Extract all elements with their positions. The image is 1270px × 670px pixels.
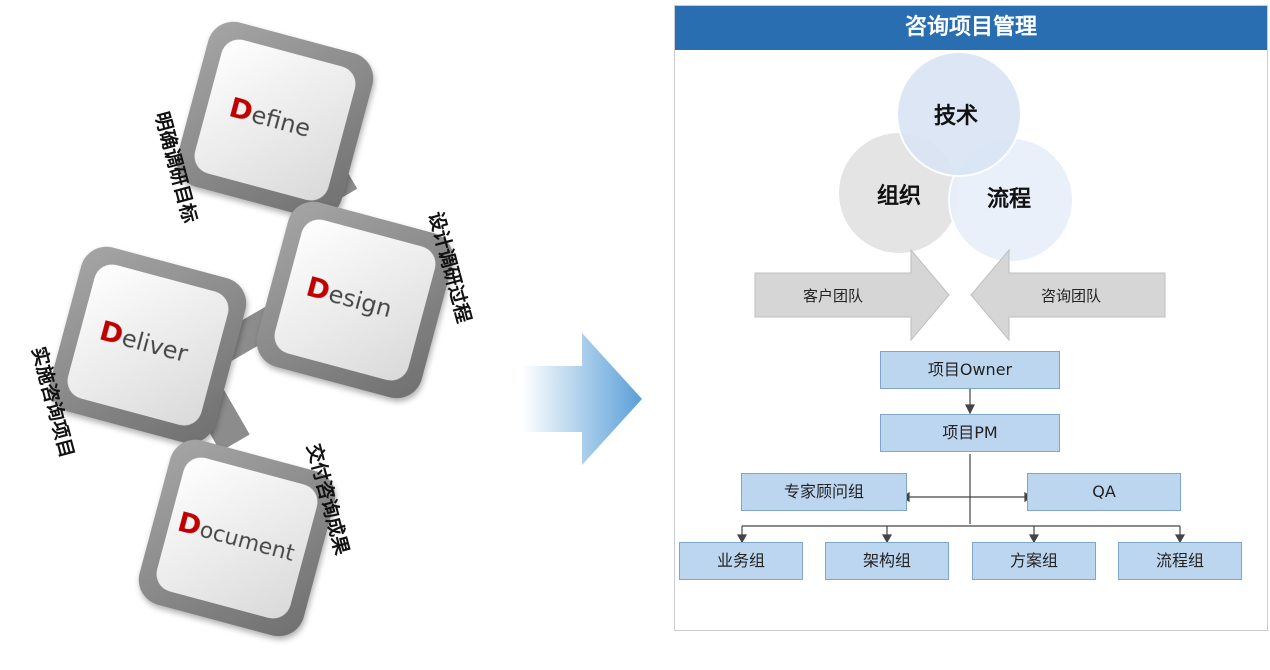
consulting-team-label: 咨询团队: [1041, 287, 1102, 305]
client-team-arrow: [754, 248, 950, 342]
org-box-group: 架构组: [825, 542, 949, 580]
phase-tile-document: Document: [138, 439, 336, 637]
phase-tile-deliver: Deliver: [49, 246, 247, 444]
org-connectors: [736, 389, 1186, 544]
transition-arrow-icon: [522, 333, 642, 465]
org-box-qa: QA: [1027, 473, 1181, 511]
panel-diagram: [736, 51, 1186, 544]
org-box-pm: 项目PM: [880, 414, 1060, 452]
org-box-group: 流程组: [1118, 542, 1242, 580]
4d-framework: Define Design Deliver Document: [49, 21, 454, 637]
client-team-label: 客户团队: [803, 287, 864, 305]
phase-tile-define: Define: [176, 21, 374, 219]
phase-tile-design: Design: [256, 201, 454, 399]
panel-title: 咨询项目管理: [675, 6, 1267, 50]
venn-label-organization: 组织: [877, 184, 922, 209]
org-box-group: 方案组: [972, 542, 1096, 580]
org-box-experts: 专家顾问组: [741, 473, 907, 511]
org-box-group: 业务组: [679, 542, 803, 580]
venn-label-process: 流程: [987, 187, 1032, 212]
consulting-project-management-panel: 咨询项目管理 技术 组织 流程 客户团队: [674, 5, 1268, 631]
venn-label-technology: 技术: [934, 104, 979, 129]
venn-circle-technology: [896, 51, 1022, 177]
org-box-owner: 项目Owner: [880, 351, 1060, 389]
consulting-team-arrow: [970, 248, 1166, 342]
